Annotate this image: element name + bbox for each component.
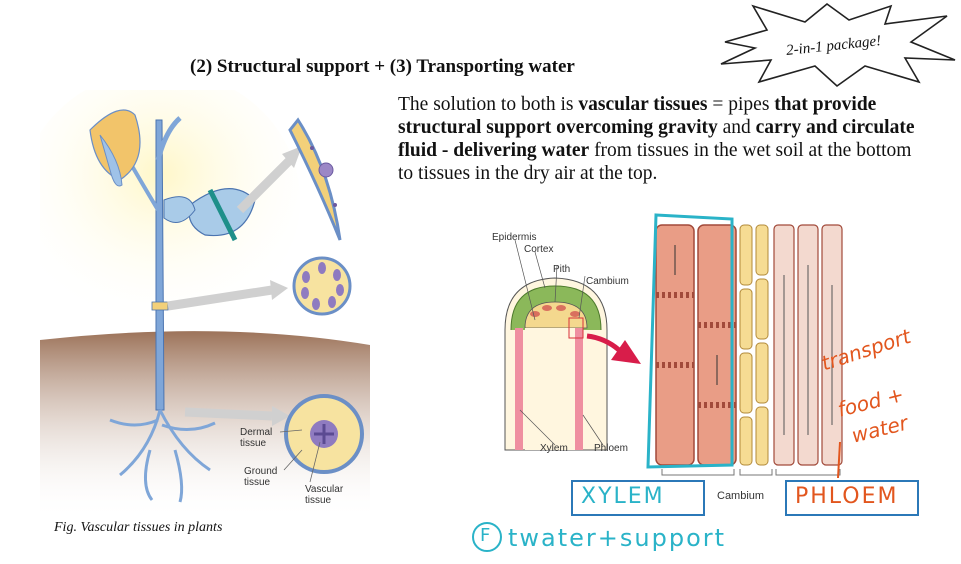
text-span: and xyxy=(717,117,756,138)
bold-span: vascular tissues xyxy=(578,94,708,115)
label-ground-tissue: Ground tissue xyxy=(244,466,278,488)
pointer-arrow xyxy=(272,406,290,426)
label-cambium-bottom: Cambium xyxy=(717,490,765,502)
xylem-strip xyxy=(575,328,583,450)
leader-line xyxy=(283,449,303,471)
starburst-badge xyxy=(720,2,956,88)
zoom-arrow xyxy=(586,333,641,364)
label-cambium: Cambium xyxy=(586,276,629,287)
bold-span: that provide structural support overcomi… xyxy=(398,94,877,138)
leader-line xyxy=(309,441,321,483)
vascular-bundle xyxy=(318,162,334,178)
leaf xyxy=(89,109,141,181)
label-pith: Pith xyxy=(553,264,571,275)
text-span: = pipes xyxy=(707,94,775,115)
zoom-box xyxy=(568,317,584,339)
vascular-bundles xyxy=(301,262,344,310)
bracket xyxy=(661,469,841,476)
xylem-outline xyxy=(646,213,734,469)
leaf xyxy=(163,196,196,223)
stem-cut xyxy=(151,301,169,311)
bold-span: carry and circulate fluid - delivering w… xyxy=(398,117,915,161)
cambium-cells xyxy=(739,224,769,466)
transport-tick xyxy=(837,441,841,479)
xylem-handwritten: XYLEM xyxy=(581,484,665,509)
body-paragraph: The solution to both is vascular tissues… xyxy=(398,93,928,185)
label-cortex: Cortex xyxy=(524,244,554,255)
xylem-box xyxy=(571,480,705,516)
leaf xyxy=(99,134,123,187)
f-circle-letter: F xyxy=(480,525,491,546)
pointer-arrow xyxy=(184,407,273,421)
f-circle xyxy=(472,522,502,552)
stoma xyxy=(310,146,314,150)
label-dermal-tissue: Dermal tissue xyxy=(240,427,273,449)
xylem-strip xyxy=(515,328,523,450)
roots xyxy=(109,409,216,503)
xylem-cross xyxy=(314,424,334,444)
function-note: twater+support xyxy=(508,524,727,552)
branch xyxy=(155,116,182,161)
section-heading: (2) Structural support + (3) Transportin… xyxy=(190,56,575,77)
xylem-vessels xyxy=(655,224,737,466)
label-vascular-tissue: Vascular tissue xyxy=(305,484,344,506)
phloem-handwritten: PHLOEM xyxy=(795,484,899,509)
stoma xyxy=(333,203,337,207)
leader-line xyxy=(279,429,303,433)
pointer-arrow xyxy=(282,146,302,168)
vessel-magnification xyxy=(646,213,843,476)
phloem-strip xyxy=(525,328,575,450)
stem xyxy=(155,119,165,411)
text-span: The solution to both is xyxy=(398,94,579,115)
stem-section-illustration xyxy=(504,239,608,451)
label-line xyxy=(519,409,604,446)
phloem-box xyxy=(785,480,919,516)
pointer-arrow xyxy=(270,280,288,300)
label-epidermis: Epidermis xyxy=(492,232,537,243)
leaf-cut xyxy=(207,188,238,242)
leaf-cross-section xyxy=(288,117,342,241)
label-xylem: Xylem xyxy=(540,443,568,454)
phloem-cells xyxy=(773,224,843,466)
plant-illustration xyxy=(40,90,370,520)
label-phloem: Phloem xyxy=(594,443,628,454)
pointer-arrow xyxy=(236,156,294,214)
label-line xyxy=(514,239,586,321)
vascular-ring xyxy=(530,305,580,317)
text-span: from tissues in the wet soil at the bott… xyxy=(398,140,912,184)
pointer-arrow xyxy=(167,285,273,311)
figure-caption: Fig. Vascular tissues in plants xyxy=(54,520,223,535)
